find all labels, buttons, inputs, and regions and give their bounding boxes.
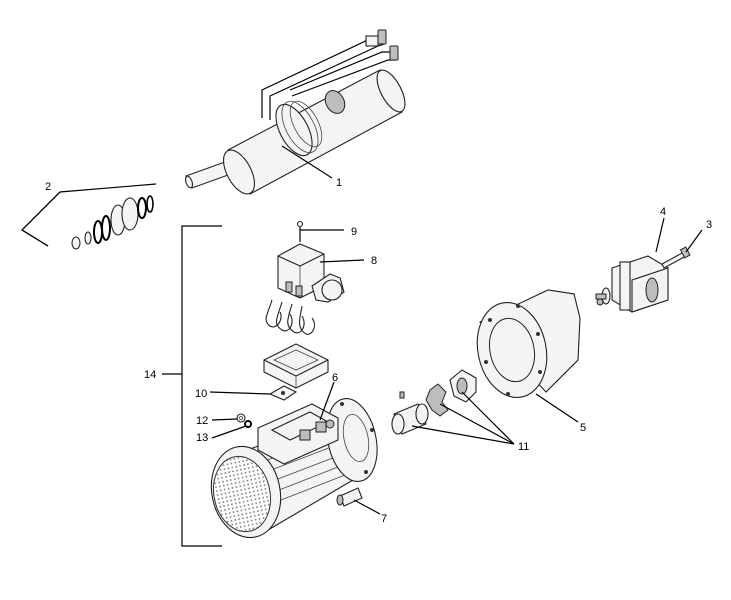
callout-11: 11: [518, 441, 529, 453]
motor-bolt-part: [336, 487, 363, 507]
callout-2: 2: [45, 181, 51, 193]
electric-motor-part: [210, 398, 378, 539]
callout-12: 12: [196, 415, 208, 427]
callout-13: 13: [196, 432, 208, 444]
terminal-cover-part: [263, 343, 329, 389]
leader-lines: [21, 145, 703, 547]
callout-10: 10: [195, 388, 207, 400]
nut-part: [236, 413, 246, 423]
callout-1: 1: [336, 177, 342, 189]
callout-4: 4: [660, 206, 666, 218]
callout-14: 14: [144, 369, 156, 381]
gasket-part: [268, 385, 298, 401]
callout-5: 5: [580, 422, 586, 434]
callout-labels: 1 2 3 4 5 6 7 8 9 10 11 12 13 14: [45, 177, 712, 525]
callout-9: 9: [351, 226, 357, 238]
cylinder-part: [184, 29, 406, 195]
callout-7: 7: [381, 513, 387, 525]
bell-housing-part: [476, 289, 581, 399]
seal-kit-part: [71, 195, 154, 250]
washer-part: [244, 420, 252, 428]
coupling-part: [391, 369, 477, 435]
callout-6: 6: [332, 372, 338, 384]
callout-8: 8: [371, 255, 377, 267]
screw-part: [296, 220, 304, 242]
callout-3: 3: [706, 219, 712, 231]
pump-part: [595, 255, 669, 313]
junction-box-part: [265, 243, 345, 335]
pump-bolt-part: [661, 246, 691, 269]
